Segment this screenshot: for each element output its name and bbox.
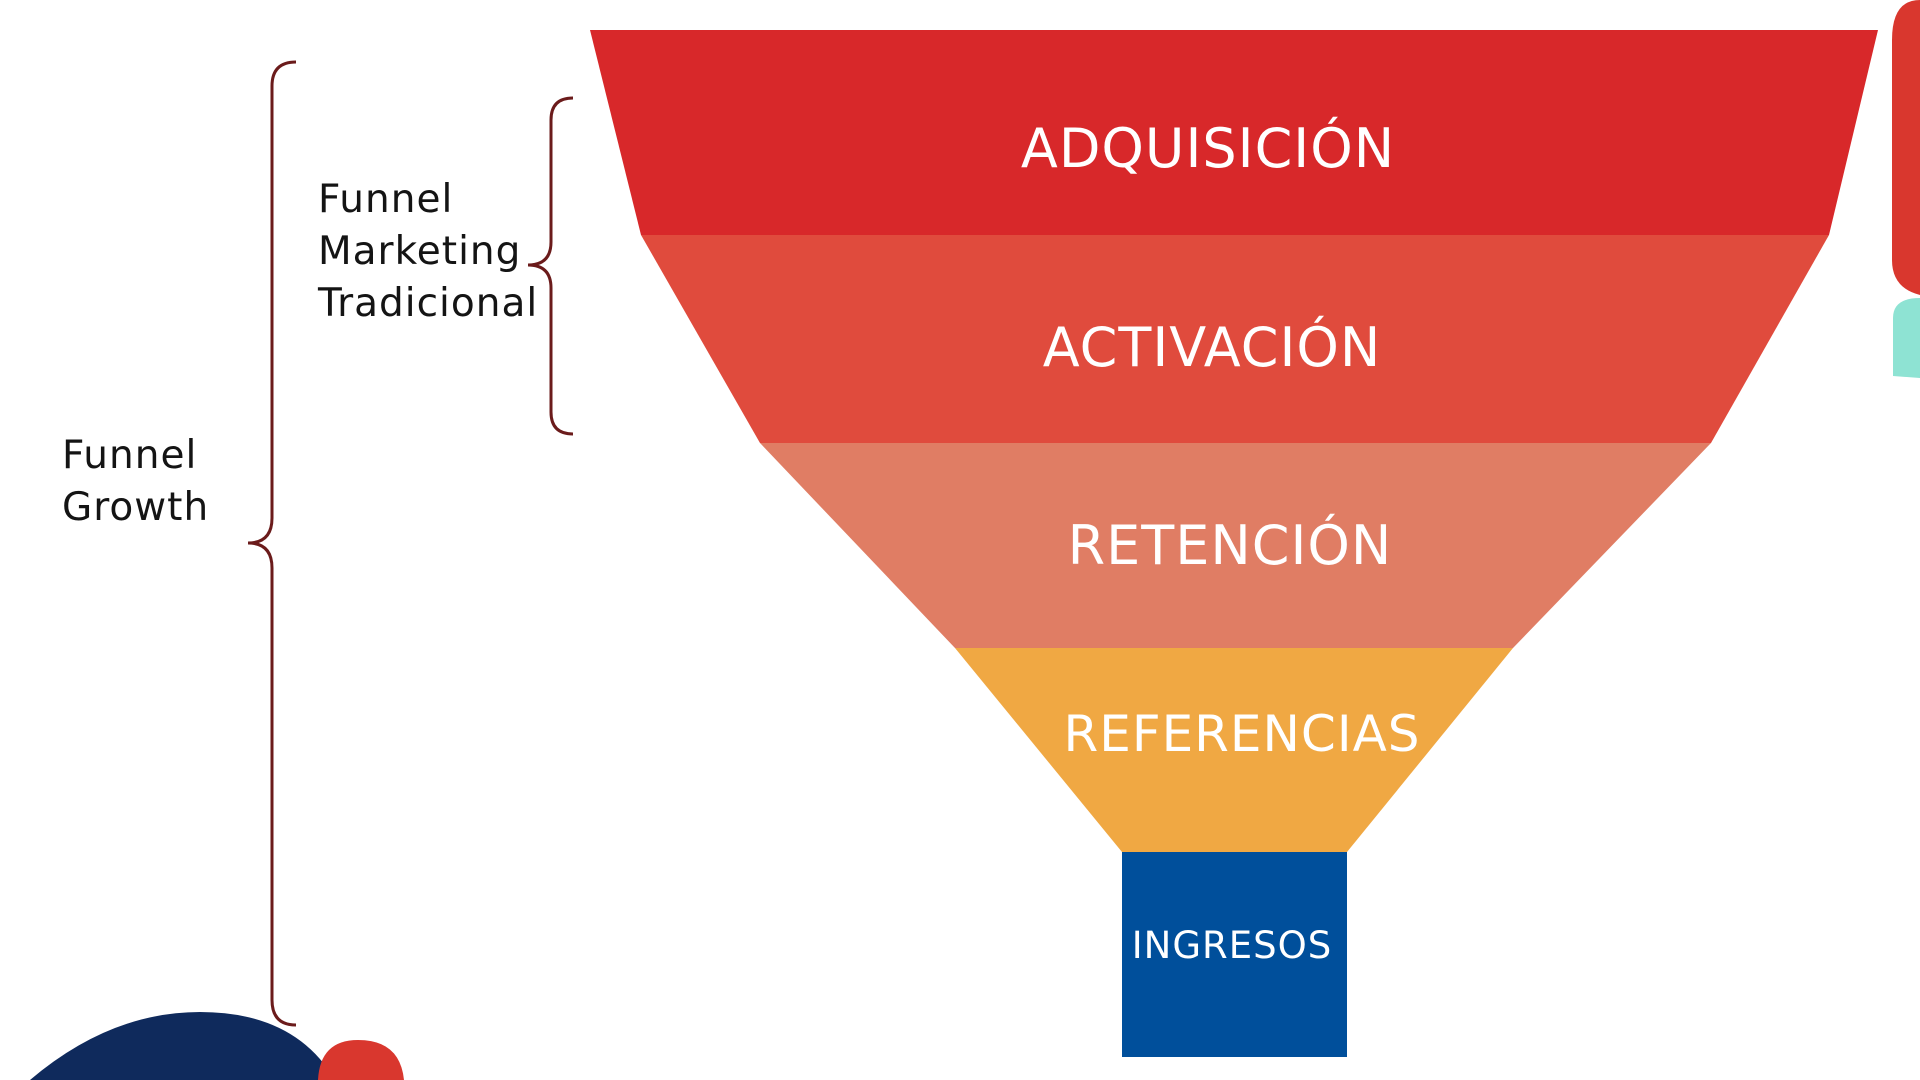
funnel-stage-activacion (641, 235, 1829, 443)
stage-label-referencias: REFERENCIAS (1063, 705, 1420, 763)
stage-label-ingresos: INGRESOS (1132, 924, 1332, 967)
funnel-stage-retencion (760, 443, 1711, 648)
funnel-stage-ingresos (1122, 852, 1347, 1057)
stage-label-retencion: RETENCIÓN (1068, 514, 1393, 577)
decorative-blob-navy (30, 1012, 335, 1080)
stage-label-activacion: ACTIVACIÓN (1043, 316, 1382, 379)
brace-marketing-tradicional (527, 96, 574, 436)
decorative-blob-teal (1893, 298, 1920, 378)
decorative-blob-red-right (1892, 0, 1920, 295)
brace-funnel-growth (247, 60, 297, 1027)
funnel-stage-adquisicion (590, 30, 1878, 235)
decorative-blob-red (318, 1040, 404, 1080)
funnel-stage-referencias (955, 648, 1513, 852)
label-funnel-growth: Funnel Growth (62, 433, 210, 530)
stage-label-adquisicion: ADQUISICIÓN (1021, 117, 1395, 180)
label-funnel-marketing-tradicional: Funnel Marketing Tradicional (318, 177, 539, 326)
